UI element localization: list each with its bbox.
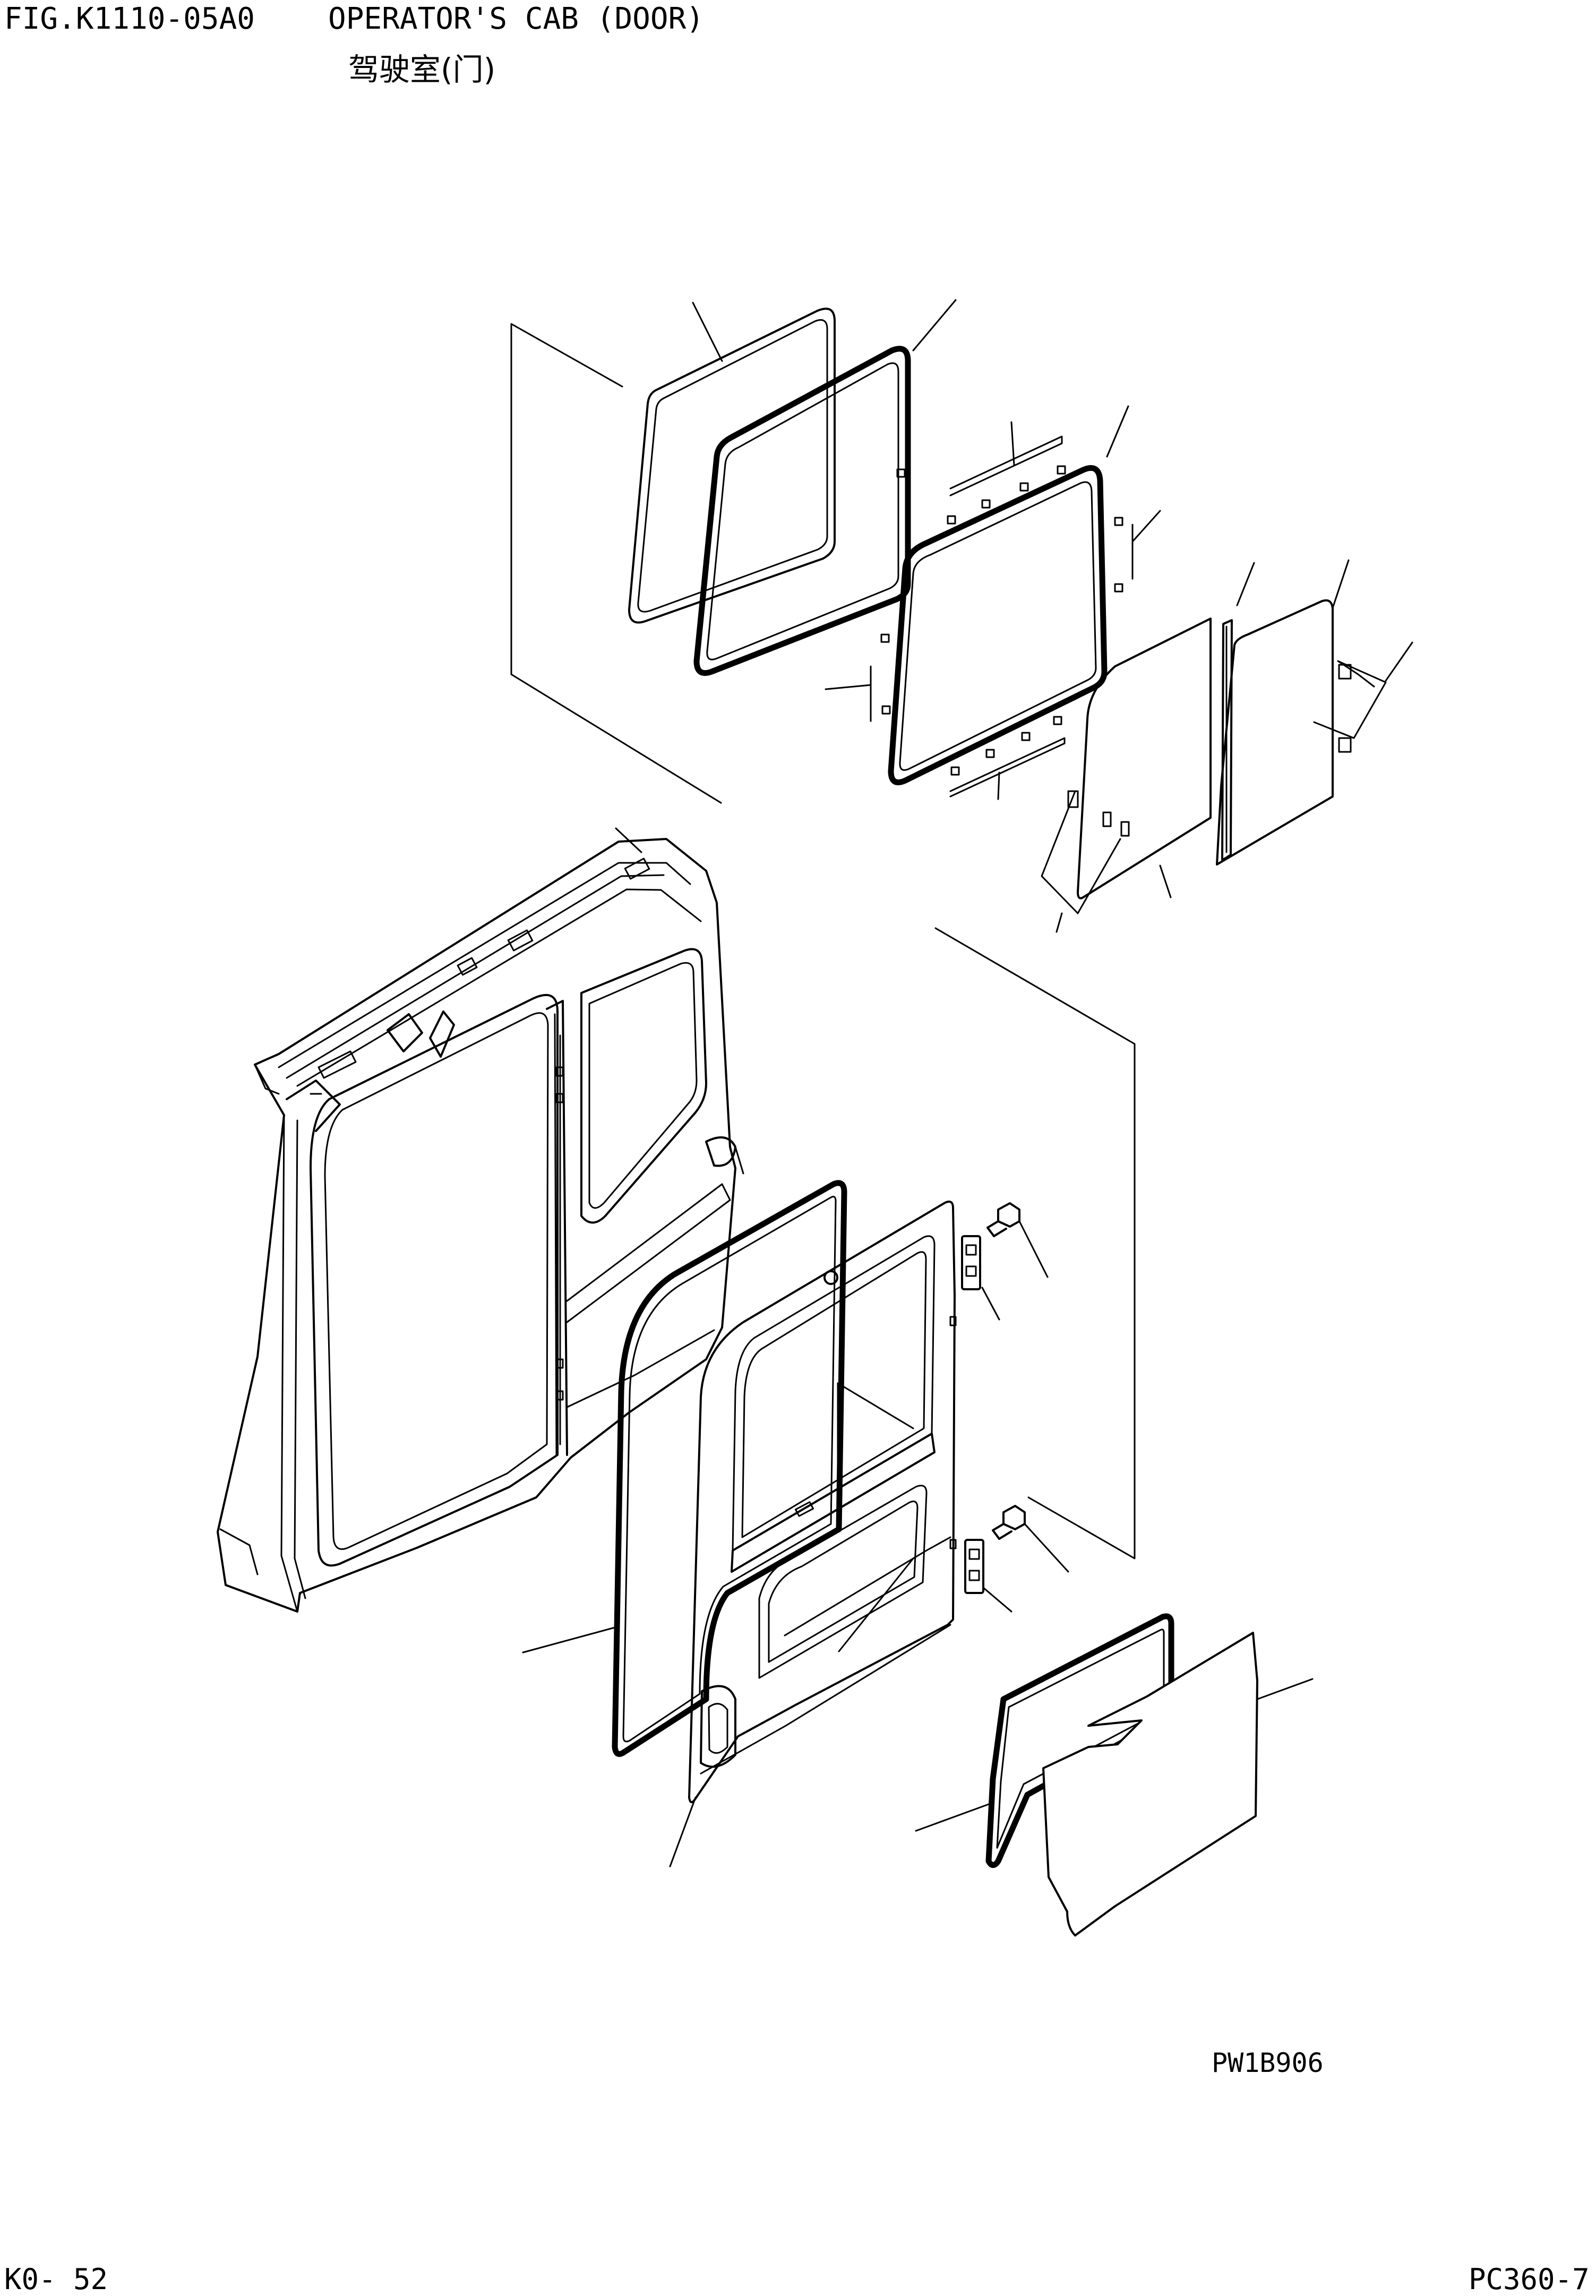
- rear-window-glass: [825, 405, 1161, 800]
- page-number: K0- 52: [4, 2263, 108, 2296]
- figure-title-chinese: 驾驶室(门): [348, 52, 496, 88]
- upper-bolt: [986, 1202, 1049, 1278]
- door-lower-cover: [1042, 1632, 1314, 1937]
- figure-code: FIG.K1110-05A0: [4, 2, 255, 36]
- door-lower-seal: [915, 1613, 1174, 1868]
- door-seal: [522, 1180, 847, 1757]
- figure-title: OPERATOR'S CAB (DOOR): [328, 2, 705, 36]
- upper-hinge: [961, 1235, 1000, 1321]
- sliding-glass-left: [1041, 618, 1212, 933]
- model-code: PC360-7: [1469, 2263, 1590, 2296]
- drawing-code: PW1B906: [1212, 2047, 1324, 2078]
- sliding-glass-right: [1216, 559, 1413, 866]
- lower-hinge: [964, 1539, 1012, 1613]
- glass-seal-strip: [1221, 562, 1255, 861]
- cab-body: [217, 827, 744, 1613]
- window-seal-inner: [693, 299, 957, 676]
- window-seal-outer: [628, 302, 836, 624]
- door-frame: [669, 1201, 957, 1867]
- lower-bolt: [992, 1505, 1069, 1573]
- upper-group-frame: [510, 323, 1136, 1560]
